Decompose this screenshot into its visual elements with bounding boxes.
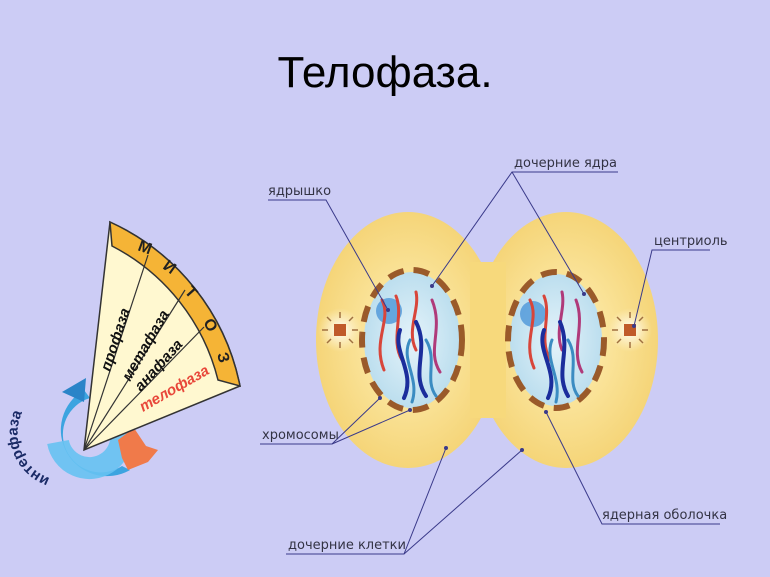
mitosis-cycle-wheel: интерфаза М И Т О З профаза метафаза ана… bbox=[4, 220, 241, 490]
daughter-cells-group bbox=[316, 212, 658, 468]
label-nuclear-envelope: ядерная оболочка bbox=[602, 508, 727, 523]
interphase-arrow bbox=[60, 390, 130, 477]
mitosis-letter-5: З bbox=[213, 351, 232, 365]
nuclear-envelope-right bbox=[505, 269, 607, 411]
slide-title: Телофаза. bbox=[277, 48, 493, 97]
label-daughter-nuclei: дочерние ядра bbox=[514, 156, 617, 171]
chromosomes-left bbox=[378, 290, 442, 404]
nuclear-envelope-left bbox=[359, 267, 465, 413]
mitosis-band bbox=[109, 220, 241, 388]
interphase-label: интерфаза bbox=[4, 407, 51, 490]
orange-cycle-arrow bbox=[118, 428, 158, 470]
label-centriole: центриоль bbox=[654, 234, 728, 249]
mitosis-letter-1: М bbox=[136, 238, 154, 259]
pointer-lines bbox=[260, 171, 720, 555]
label-daughter-cells: дочерние клетки bbox=[288, 538, 406, 553]
chromosomes-right bbox=[528, 290, 584, 404]
label-nucleolus: ядрышко bbox=[268, 184, 331, 199]
centriole-right bbox=[608, 308, 652, 352]
label-chromosomes: хромосомы bbox=[262, 428, 339, 443]
centriole-left bbox=[318, 308, 362, 352]
